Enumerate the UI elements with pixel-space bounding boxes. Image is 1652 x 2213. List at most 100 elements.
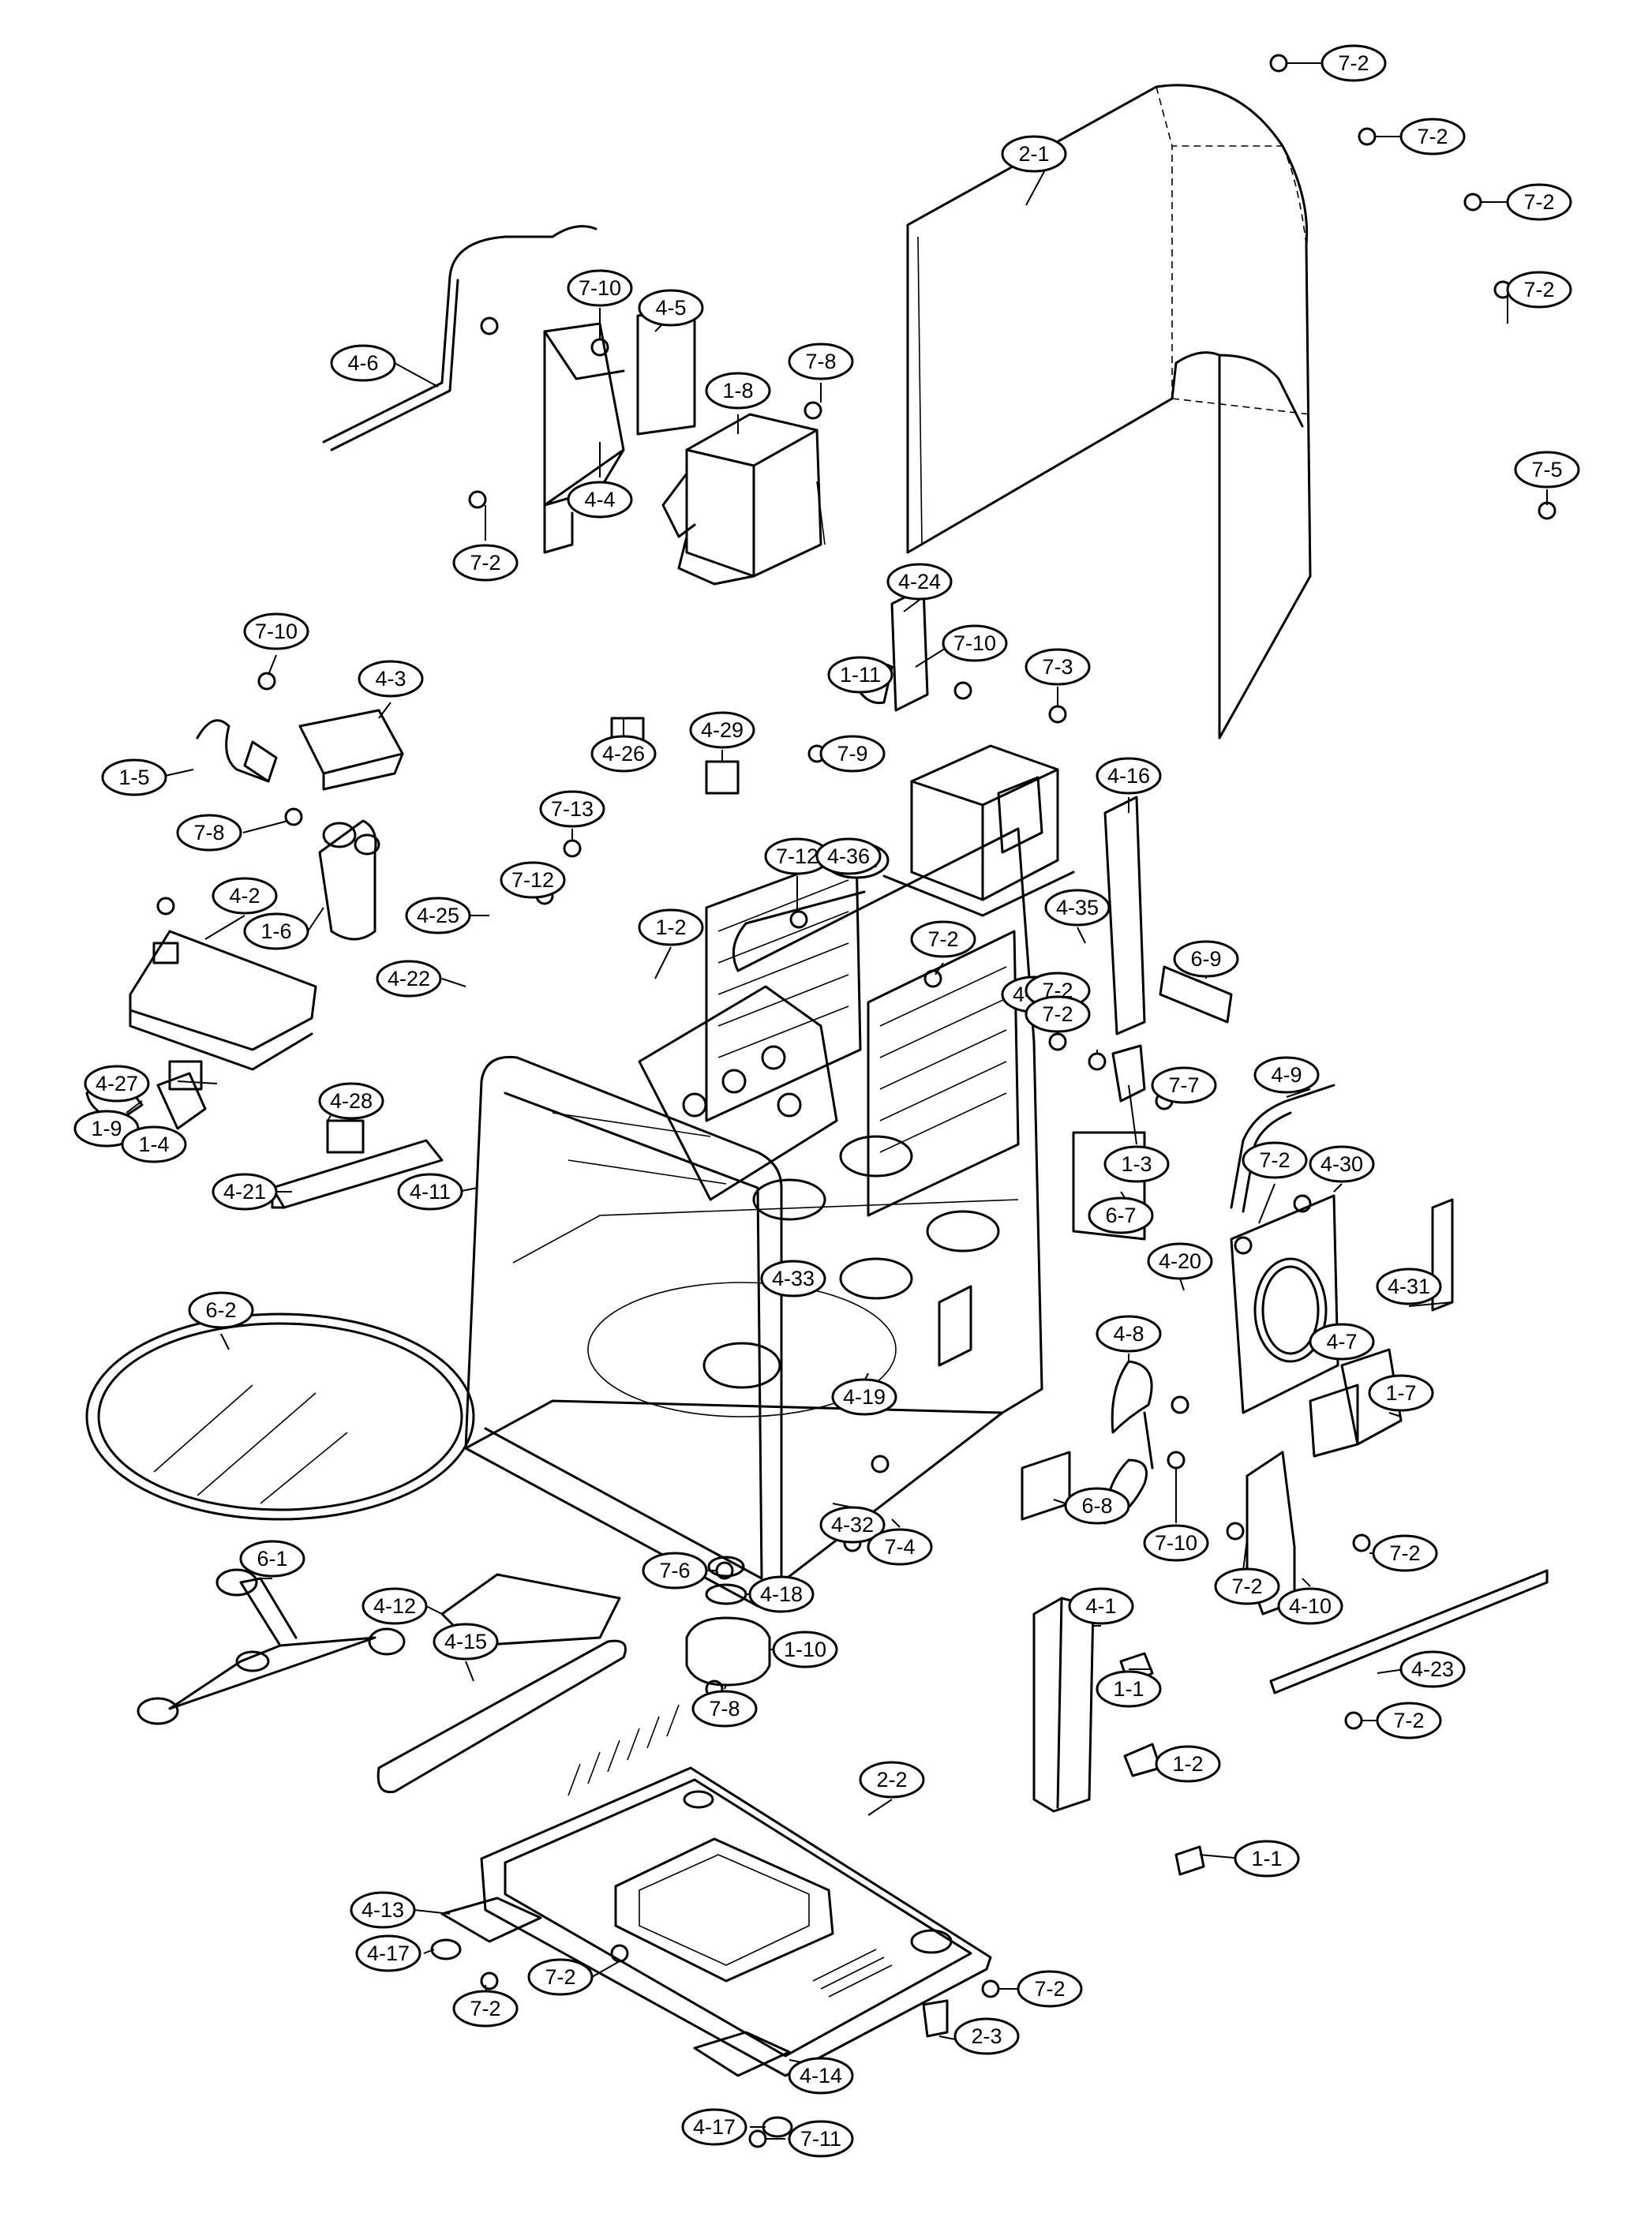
part-callout-label: 1-5 (118, 766, 149, 789)
part-callout-label: 4-23 (1411, 1657, 1454, 1681)
part-callout: 4-29 (689, 711, 755, 749)
part-callout: 4-8 (1096, 1315, 1162, 1353)
part-callout-label: 7-3 (1042, 655, 1073, 679)
part-callout: 7-2 (1025, 995, 1091, 1033)
part-callouts: 7-27-27-27-22-17-54-67-104-57-81-84-47-2… (73, 44, 1580, 2158)
part-callout-label: 7-13 (551, 797, 594, 821)
part-callout: 1-8 (705, 372, 771, 410)
part-callout-label: 7-10 (255, 620, 298, 643)
part-callout-label: 7-2 (1042, 1002, 1073, 1026)
part-callout-label: 4-22 (388, 967, 430, 990)
part-callout-label: 4-18 (760, 1582, 803, 1606)
part-callout-label: 1-1 (1251, 1847, 1282, 1870)
part-callout: 4-5 (638, 289, 704, 327)
part-callout: 4-20 (1147, 1242, 1213, 1280)
part-callout-label: 4-11 (410, 1180, 451, 1204)
part-callout: 4-26 (590, 735, 657, 773)
part-callout: 1-10 (772, 1631, 838, 1668)
part-callout: 4-1 (1068, 1587, 1134, 1625)
feet (430, 1897, 949, 2138)
part-callout: 7-9 (819, 735, 886, 773)
part-callout: 7-12 (764, 837, 830, 875)
part-callout-label: 1-8 (722, 379, 753, 403)
magnetron-1-8 (661, 413, 826, 586)
part-callout: 1-7 (1368, 1374, 1434, 1412)
part-callout: 2-1 (1001, 135, 1067, 173)
part-callout: 4-36 (815, 837, 882, 875)
part-callout: 7-8 (788, 343, 854, 380)
guide-4-15 (376, 1639, 627, 1794)
part-callout-label: 4-19 (843, 1385, 886, 1409)
part-callout-label: 7-8 (193, 821, 224, 844)
part-callout: 1-1 (1096, 1670, 1162, 1708)
switch-bracket-4-1 (1032, 1597, 1205, 1876)
part-callout-label: 4-5 (655, 296, 686, 320)
part-callout: 4-25 (405, 897, 471, 934)
part-callout: 4-21 (212, 1173, 278, 1211)
sheet-6-7 (1072, 1131, 1146, 1241)
part-callout-label: 4-8 (1113, 1322, 1144, 1346)
part-callout: 6-8 (1064, 1487, 1130, 1525)
part-callout: 4-17 (681, 2108, 747, 2146)
part-callout: 4-16 (1096, 757, 1162, 795)
wire-4-9 (1230, 1084, 1335, 1213)
part-callout: 4-35 (1044, 889, 1111, 927)
part-callout: 7-8 (691, 1690, 758, 1728)
fan-duct-4-7 (1230, 1194, 1339, 1414)
part-callout: 4-11 (397, 1173, 463, 1211)
bracket-1-3 (1111, 1044, 1146, 1103)
part-callout-label: 7-2 (470, 551, 500, 575)
transformer-1-12 (882, 744, 1075, 917)
part-callout-label: 4-35 (1056, 896, 1099, 919)
part-callout-label: 4-6 (347, 351, 378, 375)
part-callout: 1-5 (101, 758, 167, 796)
part-callout: 7-2 (1376, 1702, 1442, 1739)
part-callout-label: 4-17 (367, 1942, 410, 1965)
part-callout: 6-7 (1088, 1196, 1154, 1234)
part-callout-label: 1-2 (655, 916, 686, 939)
part-callout-label: 1-9 (91, 1117, 122, 1140)
part-callout-label: 4-16 (1107, 764, 1150, 788)
part-callout: 7-2 (1506, 271, 1572, 309)
part-callout-label: 4-27 (96, 1072, 138, 1095)
part-callout-label: 2-1 (1018, 142, 1049, 166)
part-callout: 4-33 (760, 1260, 826, 1297)
part-callout-label: 4-2 (229, 884, 260, 908)
plate-4-16 (1103, 796, 1146, 1035)
part-callout: 1-3 (1103, 1145, 1170, 1183)
part-callout: 7-5 (1514, 451, 1580, 489)
part-callout-label: 7-2 (545, 1965, 575, 1989)
part-callout-label: 4-26 (602, 742, 645, 766)
part-callout: 7-2 (527, 1958, 594, 1996)
part-callout: 4-7 (1309, 1323, 1375, 1361)
part-callout-label: 7-2 (1417, 125, 1448, 148)
part-callout: 4-31 (1376, 1268, 1442, 1305)
part-callout: 7-10 (942, 624, 1008, 662)
bracket-4-4 (543, 322, 625, 554)
capacitor-1-6 (318, 819, 380, 941)
part-callout: 4-30 (1309, 1145, 1375, 1183)
outer-cabinet-2-1 (906, 84, 1312, 740)
part-callout: 2-3 (953, 2017, 1020, 2055)
part-callout: 1-2 (1155, 1745, 1221, 1783)
part-callout-label: 7-6 (659, 1559, 690, 1582)
part-callout: 7-4 (867, 1528, 933, 1566)
part-callout: 7-2 (1399, 118, 1466, 155)
part-callout-label: 4-29 (701, 718, 744, 742)
part-callout: 4-28 (318, 1082, 384, 1120)
part-callout: 7-10 (567, 269, 633, 307)
part-callout-label: 7-10 (1155, 1531, 1197, 1555)
part-callout: 1-11 (827, 656, 893, 694)
part-callout-label: 4-33 (772, 1267, 815, 1290)
stirrer-covers (752, 1135, 1000, 1300)
part-callout-label: 6-2 (205, 1298, 236, 1322)
part-callout: 7-3 (1025, 648, 1091, 686)
part-callout-label: 7-11 (800, 2127, 841, 2151)
part-callout: 4-27 (84, 1065, 150, 1103)
part-callout: 4-32 (819, 1506, 886, 1544)
part-callout-label: 7-4 (884, 1535, 915, 1559)
part-callout-label: 4-15 (444, 1630, 487, 1653)
part-callout: 4-12 (361, 1587, 428, 1625)
part-callout-label: 7-5 (1531, 458, 1562, 481)
part-callout-label: 4-24 (898, 570, 941, 594)
